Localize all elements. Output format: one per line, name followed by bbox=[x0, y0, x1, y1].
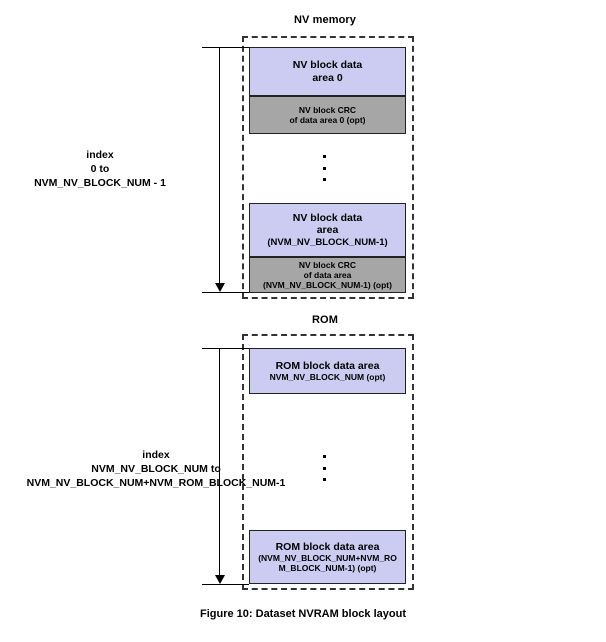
rom-index-range-bottom-tick bbox=[202, 584, 249, 585]
figure-caption: Figure 10: Dataset NVRAM block layout bbox=[200, 608, 406, 620]
nv-block-crc-area-0-line1: NV block CRC bbox=[298, 104, 357, 115]
nv-block-data-area-0-line2: area 0 bbox=[312, 71, 343, 84]
nv-block-crc-area-0-line2: of data area 0 (opt) bbox=[289, 115, 366, 125]
ellipsis-dot bbox=[323, 478, 326, 481]
nv-block-crc-area-n-line3: (NVM_NV_BLOCK_NUM-1) (opt) bbox=[263, 280, 392, 290]
nv-block-data-area-n: NV block data area (NVM_NV_BLOCK_NUM-1) bbox=[249, 203, 406, 257]
nv-block-crc-area-n: NV block CRC of data area (NVM_NV_BLOCK_… bbox=[249, 257, 406, 293]
rom-index-range-arrowhead-icon bbox=[215, 575, 225, 584]
nv-index-range-label-line1: index bbox=[86, 149, 114, 161]
rom-index-range-label-line1: index bbox=[142, 449, 170, 461]
nv-block-data-area-0-line1: NV block data bbox=[292, 59, 363, 72]
rom-index-range-label-line2: NVM_NV_BLOCK_NUM to bbox=[91, 463, 221, 476]
rom-block-data-area-last-line2: (NVM_NV_BLOCK_NUM+NVM_RO bbox=[258, 553, 397, 564]
rom-block-data-area-last-line1: ROM block data area bbox=[275, 540, 380, 553]
nv-index-range-label-line2: 0 to bbox=[90, 163, 110, 176]
rom-index-range-stem bbox=[219, 348, 220, 576]
nv-index-range-stem bbox=[219, 47, 220, 285]
ellipsis-dot bbox=[323, 166, 326, 170]
rom-block-data-area-last-line3: M_BLOCK_NUM-1) (opt) bbox=[278, 563, 377, 574]
nv-index-range-label: index 0 to NVM_NV_BLOCK_NUM - 1 bbox=[0, 148, 200, 191]
ellipsis-dot bbox=[323, 155, 326, 158]
ellipsis-dot bbox=[323, 466, 326, 470]
nv-index-range-top-tick bbox=[202, 47, 249, 48]
rom-block-data-area-first-line1: ROM block data area bbox=[275, 359, 380, 372]
nv-memory-ellipsis-icon bbox=[323, 155, 326, 181]
nv-index-range-label-line3: NVM_NV_BLOCK_NUM - 1 bbox=[34, 177, 166, 190]
rom-section-title: ROM bbox=[312, 314, 338, 326]
nv-memory-region-outline bbox=[242, 36, 414, 299]
nv-block-data-area-n-line3: (NVM_NV_BLOCK_NUM-1) bbox=[267, 236, 388, 248]
rom-block-data-area-last: ROM block data area (NVM_NV_BLOCK_NUM+NV… bbox=[249, 530, 406, 584]
ellipsis-dot bbox=[323, 178, 326, 181]
rom-block-data-area-first-line2: NVM_NV_BLOCK_NUM (opt) bbox=[269, 372, 386, 383]
nv-block-crc-area-n-line2: of data area bbox=[303, 269, 352, 280]
nv-block-data-area-n-line1: NV block data bbox=[292, 212, 363, 225]
ellipsis-dot bbox=[323, 455, 326, 458]
nv-block-data-area-n-line2: area bbox=[316, 224, 339, 237]
nv-block-data-area-0: NV block data area 0 bbox=[249, 47, 406, 96]
nv-index-range-bottom-tick bbox=[202, 292, 249, 293]
rom-index-range-label: index NVM_NV_BLOCK_NUM to NVM_NV_BLOCK_N… bbox=[0, 448, 312, 491]
rom-region-outline bbox=[242, 334, 414, 590]
nv-memory-section-title: NV memory bbox=[293, 14, 357, 26]
rom-ellipsis-icon bbox=[323, 455, 326, 481]
nv-block-crc-area-n-line1: NV block CRC bbox=[298, 259, 357, 270]
nv-index-range-arrowhead-icon bbox=[215, 283, 225, 292]
rom-index-range-label-line3: NVM_NV_BLOCK_NUM+NVM_ROM_BLOCK_NUM-1 bbox=[26, 477, 286, 490]
rom-index-range-top-tick bbox=[202, 348, 249, 349]
nv-block-crc-area-0: NV block CRC of data area 0 (opt) bbox=[249, 96, 406, 134]
rom-block-data-area-first: ROM block data area NVM_NV_BLOCK_NUM (op… bbox=[249, 348, 406, 394]
